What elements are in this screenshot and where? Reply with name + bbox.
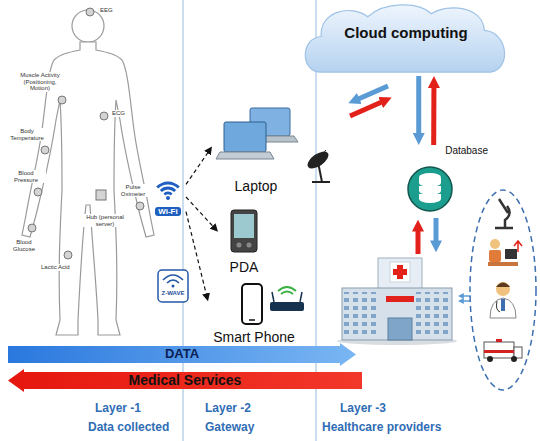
layer-label: Layer -3	[340, 401, 386, 415]
sensor-label: ECG	[111, 110, 126, 117]
node-text: Wi-Fi	[155, 207, 180, 216]
sensor-label: Pulse Oximeter	[116, 184, 150, 197]
sensor-label: Body Temperature	[6, 128, 48, 141]
cloud-shape: Cloud computing	[300, 0, 512, 76]
pda-device: PDA	[218, 208, 270, 276]
layer-caption: Data collected	[88, 420, 169, 434]
data-arrow: DATA	[8, 343, 356, 366]
sensor-label: Blood Glucose	[4, 239, 44, 252]
smartphone-device: Smart Phone	[208, 282, 300, 346]
connector-arrow	[186, 151, 209, 184]
node-text: DATA	[165, 347, 199, 362]
services-arrow: Medical Services	[8, 369, 362, 392]
database-store: Database	[402, 145, 490, 213]
layer-caption: Gateway	[205, 420, 254, 434]
sensor-label: EEG	[99, 7, 114, 14]
zwave-icon	[158, 270, 188, 302]
sensor-label: Blood Pressure	[6, 170, 46, 183]
router-icon	[270, 287, 304, 311]
laptop-device: Laptop	[212, 106, 300, 196]
protocol-label: Z-WAVE	[158, 290, 188, 297]
connector-arrow	[186, 212, 207, 296]
layer-label: Layer -1	[95, 401, 141, 415]
node-text: Laptop	[235, 178, 278, 194]
layer-caption: Healthcare providers	[322, 420, 441, 434]
sensor-label: Hub (personal server)	[82, 214, 128, 227]
connector-arrow	[186, 197, 214, 228]
connector-arrow	[431, 84, 436, 145]
node-text: Medical Services	[129, 372, 242, 388]
node-text: Cloud computing	[344, 24, 467, 41]
node-text: PDA	[230, 259, 259, 275]
data-flow-arrows	[350, 86, 471, 301]
sensor-label: Muscle Activity (Positioning, Motion)	[12, 72, 68, 92]
node-text: Database	[445, 145, 488, 157]
sensor-label: Lactic Acid	[40, 264, 71, 271]
connector-arrow	[416, 76, 421, 137]
layer-label: Layer -2	[205, 401, 251, 415]
wifi-hub: Wi-Fi	[150, 176, 186, 218]
hospital-building	[337, 258, 457, 345]
node-text: Smart Phone	[213, 329, 295, 345]
care-team	[470, 190, 536, 390]
satellite-dish	[305, 148, 332, 182]
